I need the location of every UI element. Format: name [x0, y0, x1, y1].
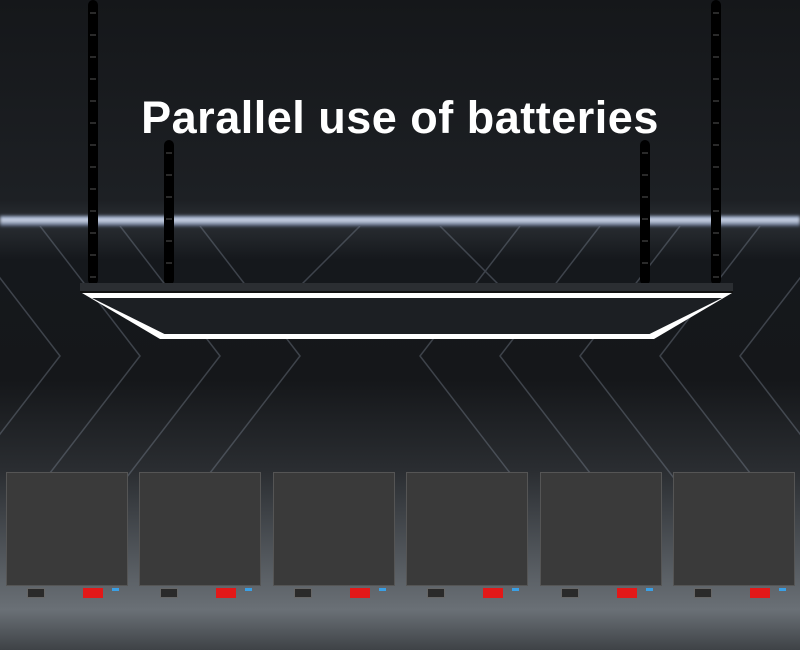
battery-unit [406, 472, 528, 600]
battery-terminal-negative [561, 588, 579, 598]
chain-left-inner [164, 140, 174, 285]
battery-terminal-positive [350, 588, 370, 598]
battery-indicator [379, 588, 386, 591]
battery-indicator [512, 588, 519, 591]
battery-body [540, 472, 662, 586]
battery-terminal-positive [216, 588, 236, 598]
battery-indicator [779, 588, 786, 591]
light-strip [0, 216, 800, 226]
battery-body [139, 472, 261, 586]
chevron-wall-pattern [0, 226, 800, 486]
pendant-lamp [80, 283, 733, 293]
battery-terminal-negative [694, 588, 712, 598]
battery-terminal-negative [160, 588, 178, 598]
battery-unit [273, 472, 395, 600]
lamp-frame-inner [92, 298, 722, 334]
battery-indicator [112, 588, 119, 591]
chain-right-outer [711, 0, 721, 285]
battery-unit [6, 472, 128, 600]
battery-unit [139, 472, 261, 600]
battery-indicator [245, 588, 252, 591]
chain-right-inner [640, 140, 650, 285]
battery-unit [673, 472, 795, 600]
battery-indicator [646, 588, 653, 591]
battery-body [406, 472, 528, 586]
battery-body [673, 472, 795, 586]
battery-terminal-positive [750, 588, 770, 598]
headline: Parallel use of batteries [141, 92, 659, 143]
battery-terminal-negative [427, 588, 445, 598]
battery-terminal-negative [294, 588, 312, 598]
battery-terminal-positive [617, 588, 637, 598]
battery-body [6, 472, 128, 586]
battery-terminal-positive [483, 588, 503, 598]
battery-terminal-positive [83, 588, 103, 598]
battery-body [273, 472, 395, 586]
battery-unit [540, 472, 662, 600]
battery-terminal-negative [27, 588, 45, 598]
chain-left-outer [88, 0, 98, 285]
